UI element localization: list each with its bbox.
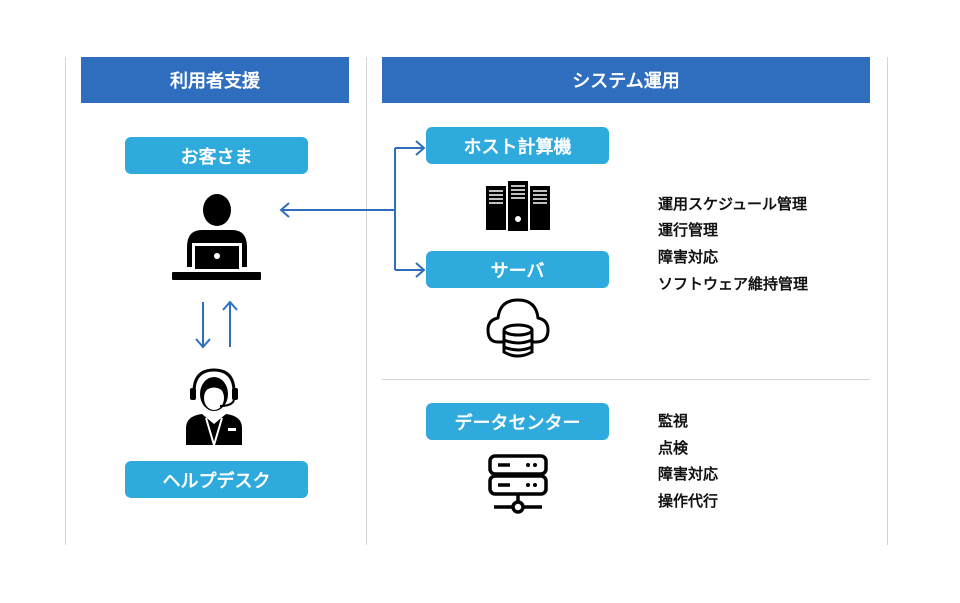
host-computer-label: ホスト計算機 [426, 127, 609, 164]
server-rack-icon [488, 454, 548, 514]
task-item: 監視 [658, 412, 689, 430]
task-item: 運行管理 [658, 221, 719, 239]
arrow-up [222, 300, 238, 347]
user-laptop-icon [172, 194, 261, 280]
user-support-header: 利用者支援 [81, 57, 349, 103]
mainframe-icon [486, 181, 550, 231]
arrow-to-customer [279, 202, 395, 218]
system-operation-header: システム運用 [382, 57, 870, 103]
section-divider [382, 379, 870, 380]
task-item: 障害対応 [658, 248, 719, 266]
task-item: 点検 [658, 439, 689, 457]
customer-label: お客さま [125, 137, 308, 174]
server-label: サーバ [426, 251, 609, 288]
support-agent-icon [186, 368, 242, 449]
divider-middle [366, 57, 367, 545]
divider-left [65, 57, 66, 545]
cloud-database-icon [486, 298, 550, 358]
arrow-branches [394, 140, 426, 278]
task-item: 運用スケジュール管理 [658, 195, 807, 213]
task-item: ソフトウェア維持管理 [658, 275, 809, 293]
task-item: 操作代行 [658, 492, 719, 510]
datacenter-label: データセンター [426, 403, 609, 440]
helpdesk-label: ヘルプデスク [125, 461, 308, 498]
arrow-down [195, 302, 211, 349]
task-item: 障害対応 [658, 465, 719, 483]
divider-right [887, 57, 888, 545]
